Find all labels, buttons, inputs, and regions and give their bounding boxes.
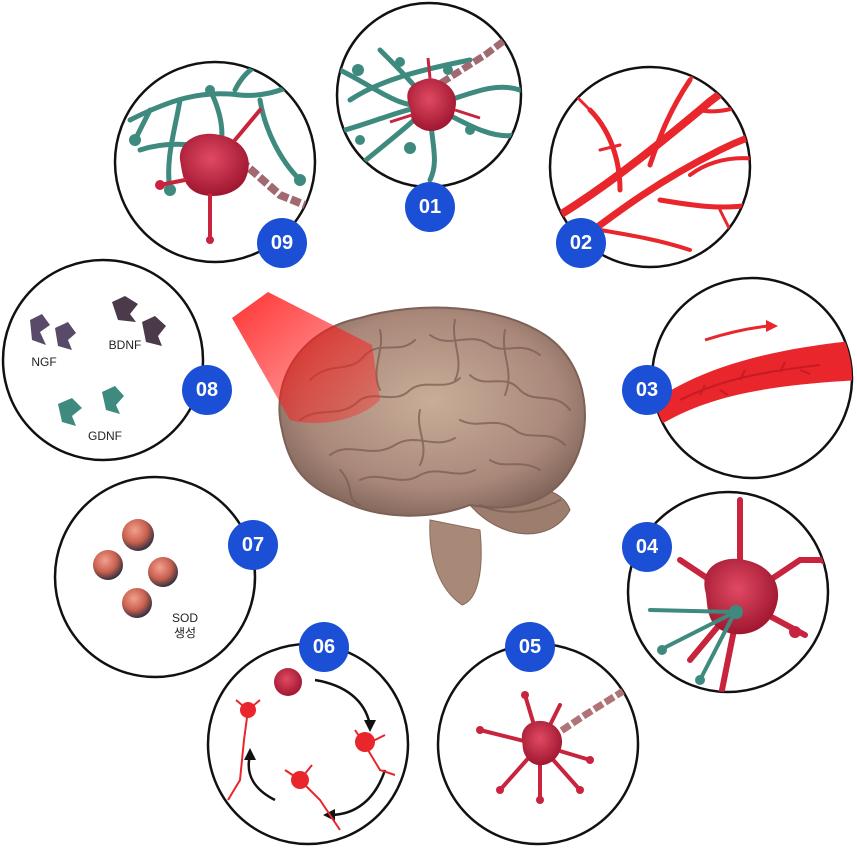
badge-06: 06 (299, 622, 349, 672)
light-beam (232, 292, 380, 424)
sod-particles (93, 519, 178, 618)
badge-05: 05 (505, 622, 555, 672)
brain-illustration (232, 292, 586, 606)
bdnf-molecules (112, 296, 166, 346)
panel-08: NGF BDNF GDNF (1, 258, 205, 462)
badge-07: 07 (228, 520, 278, 570)
panel-02 (548, 65, 752, 269)
panel-03 (650, 276, 854, 480)
brain-stem (429, 519, 482, 606)
panel-05 (436, 642, 640, 846)
bdnf-label: BDNF (109, 338, 142, 352)
badge-01: 01 (405, 182, 455, 232)
panel-01 (335, 1, 523, 189)
panel-04 (626, 490, 830, 694)
gdnf-label: GDNF (88, 429, 122, 443)
panel-07: SOD 생성 (53, 475, 257, 679)
badge-02: 02 (556, 218, 606, 268)
badge-03: 03 (622, 365, 672, 415)
badge-09: 09 (257, 218, 307, 268)
gdnf-molecules (58, 386, 124, 426)
badge-04: 04 (622, 522, 672, 572)
badge-08: 08 (182, 365, 232, 415)
panel-06 (206, 642, 410, 846)
sod-label-line2: 생성 (174, 626, 196, 640)
panel-09 (113, 60, 317, 264)
ngf-molecules (30, 314, 76, 350)
ngf-label: NGF (31, 355, 56, 369)
sod-label-line1: SOD (172, 611, 198, 625)
